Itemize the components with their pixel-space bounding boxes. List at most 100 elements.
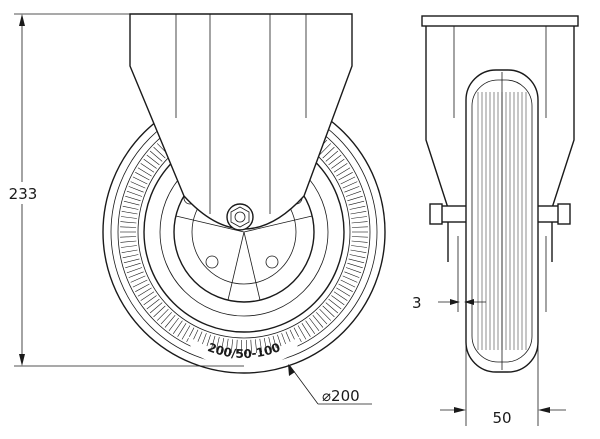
tread-tick	[319, 308, 332, 321]
axle-nut-right	[557, 203, 571, 225]
tread-tick	[347, 195, 363, 202]
axle-nut-left	[429, 203, 443, 225]
tread-tick	[149, 150, 163, 162]
tread-tick	[338, 172, 353, 181]
tread-tick	[186, 327, 195, 343]
tread-tick	[126, 190, 143, 197]
hub-spoke	[243, 215, 313, 233]
offset-arrow-right	[464, 299, 474, 305]
diameter-leader-line	[289, 365, 319, 405]
width-label: 50	[492, 409, 511, 427]
tread-tick	[125, 195, 141, 202]
tread-tick	[156, 308, 169, 321]
front-view: 200/50-100	[102, 13, 386, 374]
tread-tick	[351, 221, 368, 224]
width-arrow-right	[538, 407, 550, 413]
tread-tick	[120, 236, 137, 238]
tread-tick	[128, 271, 144, 278]
tread-tick	[121, 249, 138, 253]
tread-tick	[120, 221, 137, 224]
tread-tick	[137, 287, 152, 297]
side-tread-pattern	[477, 92, 527, 350]
tread-tick	[333, 163, 348, 173]
tread-tick	[344, 186, 360, 193]
tread-tick	[160, 312, 172, 325]
tread-tick	[121, 211, 138, 215]
tread-tick	[235, 339, 238, 356]
tread-tick	[351, 240, 368, 243]
top-plate	[421, 15, 579, 27]
tread-tick	[137, 167, 152, 177]
height-dimension: 233	[4, 13, 244, 367]
tread-tick	[305, 320, 316, 334]
fork-leg-left	[425, 26, 449, 262]
tread-tick	[351, 245, 368, 248]
tread-tick	[312, 315, 324, 328]
offset-dimension: 3	[412, 294, 486, 312]
tread-tick	[328, 298, 342, 310]
tread-tick	[177, 323, 187, 337]
diameter-arrow	[288, 364, 295, 376]
hub-bolt-hole	[205, 255, 219, 269]
tread-tick	[340, 176, 356, 185]
tread-tick	[132, 279, 148, 288]
tread-tick	[225, 338, 229, 355]
hub-bolt-hole	[265, 255, 279, 269]
tread-tick	[255, 339, 258, 356]
tread-tick	[149, 302, 163, 314]
height-label: 233	[9, 185, 38, 203]
tread-tick	[336, 287, 351, 297]
height-arrow-bottom	[19, 354, 25, 366]
tread-tick	[143, 295, 157, 306]
tread-tick	[316, 312, 328, 325]
tread-tick	[168, 317, 179, 331]
tread-tick	[132, 176, 148, 185]
width-dimension: 50	[440, 340, 566, 427]
tread-tick	[153, 305, 166, 318]
tread-tick	[345, 190, 362, 197]
tread-tick	[123, 258, 140, 264]
tread-tick	[319, 143, 332, 156]
tread-tick	[309, 317, 320, 331]
tread-tick	[146, 154, 160, 166]
tread-tick	[336, 167, 351, 177]
tread-tick	[122, 254, 139, 259]
tread-tick	[348, 258, 365, 264]
tread-tick	[333, 291, 348, 301]
tread-tick	[328, 154, 342, 166]
tread-tick	[349, 254, 366, 259]
tread-tick	[120, 245, 137, 248]
diameter-leader: ⌀200	[288, 364, 372, 405]
tread-tick	[164, 315, 176, 328]
tread-tick	[340, 279, 356, 288]
tread-tick	[140, 163, 155, 173]
tread-tick	[347, 262, 363, 269]
height-arrow-top	[19, 14, 25, 26]
tread-tick	[351, 216, 368, 219]
tread-tick	[351, 226, 368, 228]
tread-tick	[259, 338, 263, 355]
tread-tick	[128, 186, 144, 193]
tread-tick	[120, 216, 137, 219]
tread-tick	[349, 205, 366, 210]
height-label-background	[4, 182, 42, 204]
tread-tick	[344, 271, 360, 278]
tread-tick	[331, 295, 345, 306]
tread-tick	[230, 339, 233, 356]
tread-tick	[140, 291, 155, 301]
tyre-marking-background	[188, 336, 300, 369]
tread-tick	[301, 323, 311, 337]
tread-tick	[250, 339, 253, 356]
offset-label: 3	[412, 294, 422, 312]
tread-tick	[331, 158, 345, 169]
tread-tick	[325, 150, 339, 162]
tread-tick	[293, 327, 302, 343]
tread-tick	[123, 200, 140, 206]
hub-spoke	[227, 231, 245, 301]
tread-tick	[122, 205, 139, 210]
tread-tick	[342, 275, 358, 283]
diameter-label: ⌀200	[322, 387, 360, 405]
hub-spoke	[243, 231, 261, 301]
tyre-marking-text: 200/50-100	[206, 340, 282, 361]
